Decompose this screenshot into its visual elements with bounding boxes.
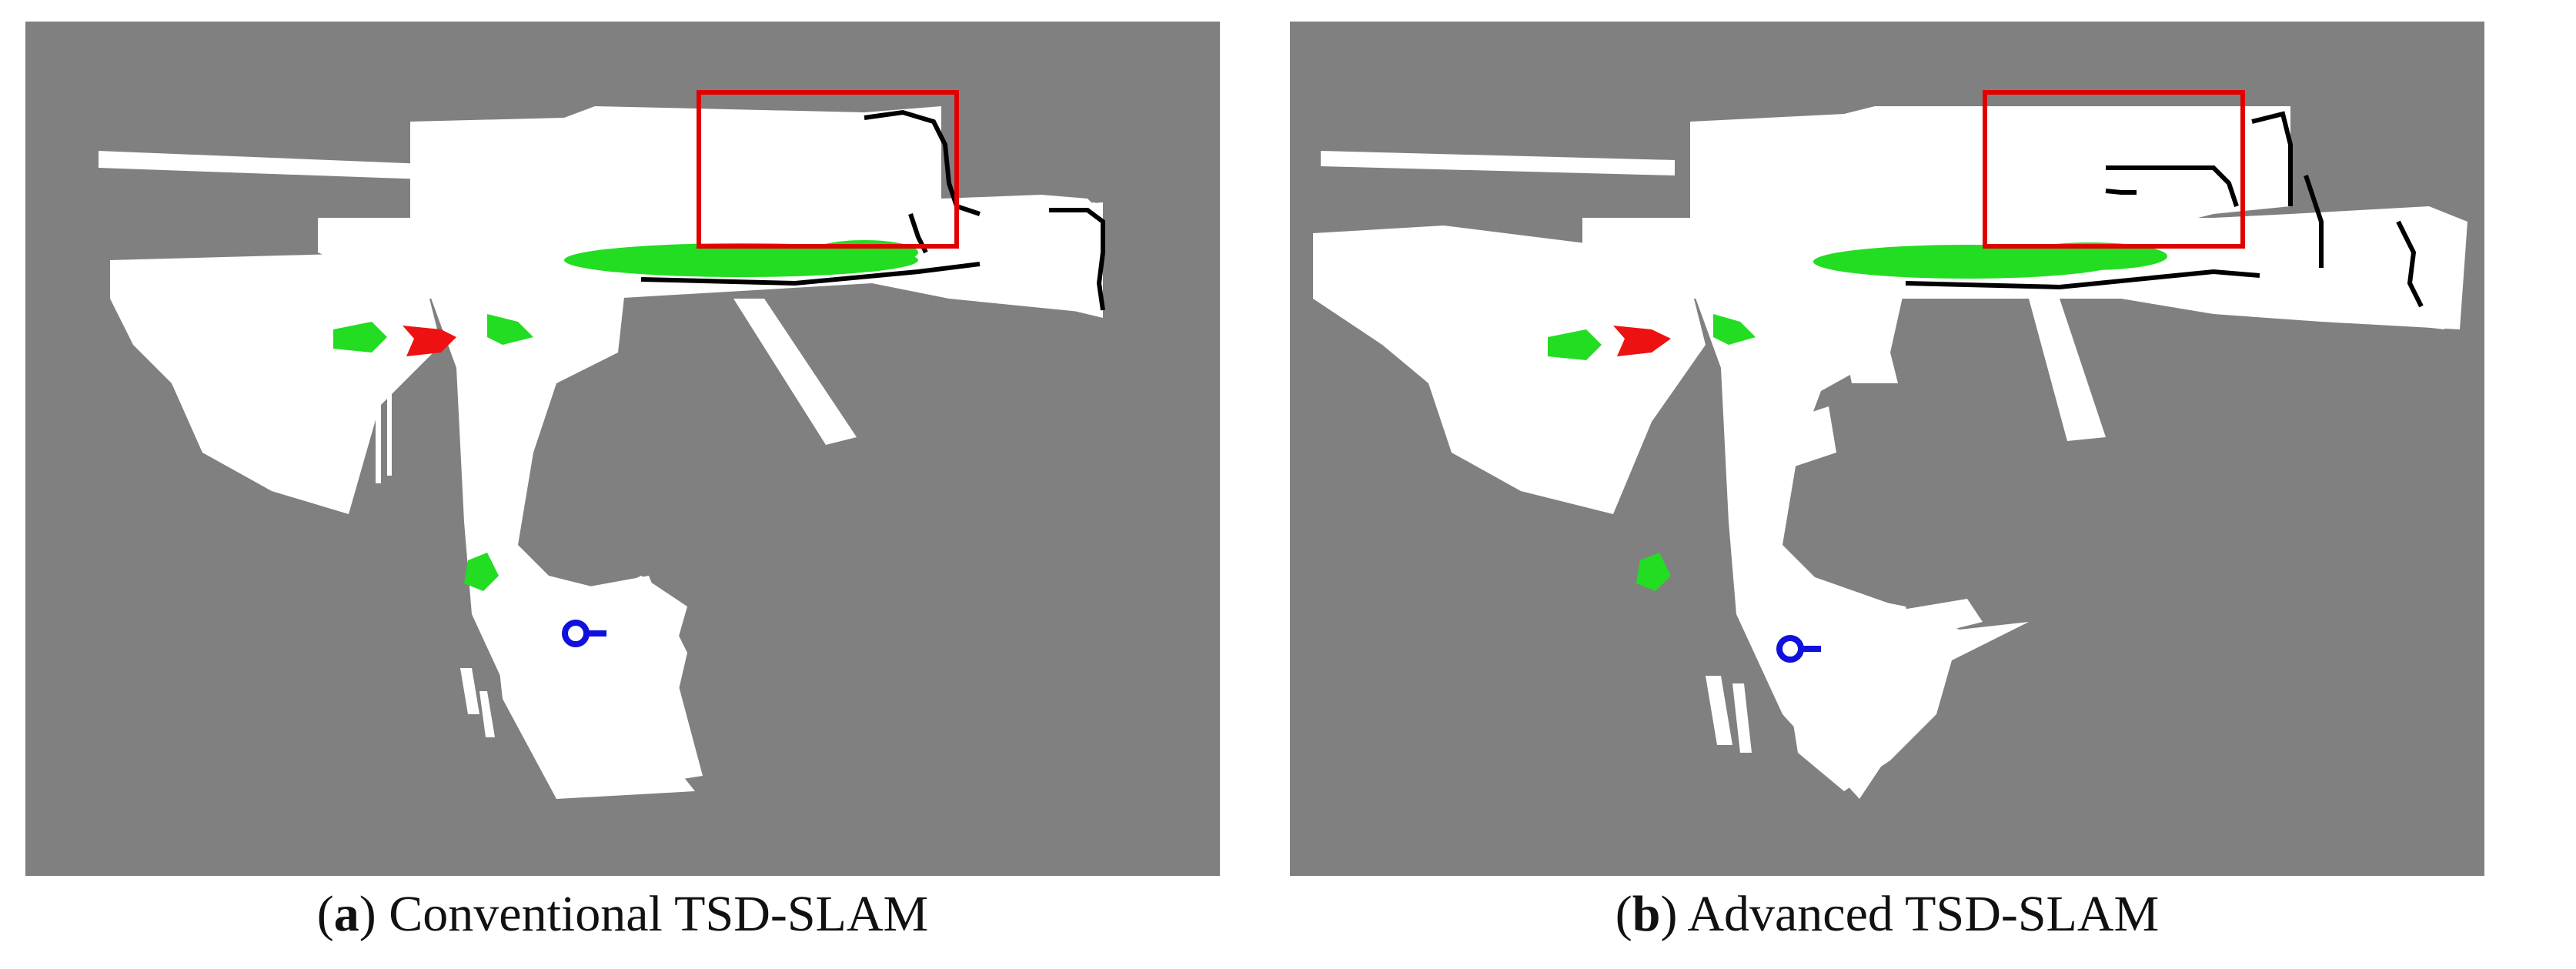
occupancy-map-b <box>1313 90 2467 799</box>
highlight-box-a <box>697 90 959 249</box>
caption-a: (a) Conventional TSD-SLAM <box>316 886 929 942</box>
caption-b: (b) Advanced TSD-SLAM <box>1615 886 2160 942</box>
free-space-map-b <box>1313 106 2467 799</box>
map-panel-a <box>25 22 1220 876</box>
map-panel-b <box>1290 22 2484 876</box>
caption-text-b: Advanced TSD-SLAM <box>1687 886 2160 942</box>
highlight-box-b <box>1983 90 2245 249</box>
occupancy-map-a <box>99 90 1105 799</box>
caption-letter-a: a <box>333 886 359 942</box>
obstacle-edges-b <box>1905 111 2424 308</box>
caption-text-a: Conventional TSD-SLAM <box>389 886 929 942</box>
caption-letter-b: b <box>1632 886 1661 942</box>
start-pose-b <box>1776 635 1821 663</box>
start-pose-a <box>562 620 606 647</box>
current-pose-b <box>1613 326 1671 356</box>
current-pose-a <box>403 326 456 356</box>
free-space-map-a <box>99 106 1103 799</box>
landmarks-b <box>1548 242 2167 591</box>
